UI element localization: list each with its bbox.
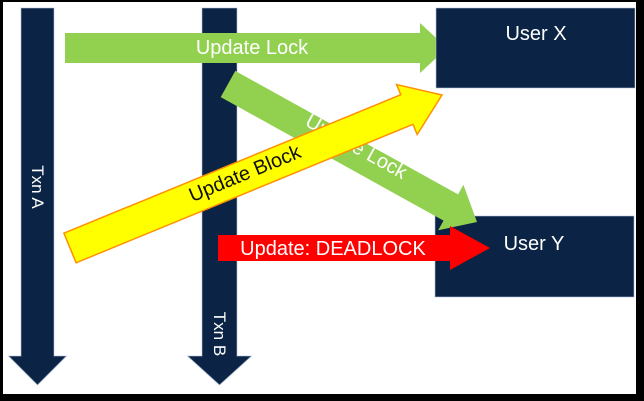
user-y-label: User Y bbox=[504, 233, 565, 255]
frame-bottom bbox=[0, 394, 644, 401]
frame-top bbox=[0, 0, 644, 2]
update-lock-x-label: Update Lock bbox=[196, 37, 309, 59]
update-lock-x-arrow bbox=[65, 23, 447, 73]
txn-b-label: Txn B bbox=[210, 312, 229, 356]
txn-a-timeline-arrow bbox=[7, 7, 68, 386]
update-block-arrow bbox=[62, 83, 444, 264]
user-x-label: User X bbox=[505, 23, 566, 45]
frame-left bbox=[0, 0, 3, 401]
update-deadlock-arrow bbox=[218, 226, 490, 270]
user-x-box bbox=[435, 7, 636, 89]
txn-a-label: Txn A bbox=[28, 165, 47, 209]
frame-right bbox=[636, 0, 644, 401]
update-deadlock-label: Update: DEADLOCK bbox=[240, 238, 426, 260]
